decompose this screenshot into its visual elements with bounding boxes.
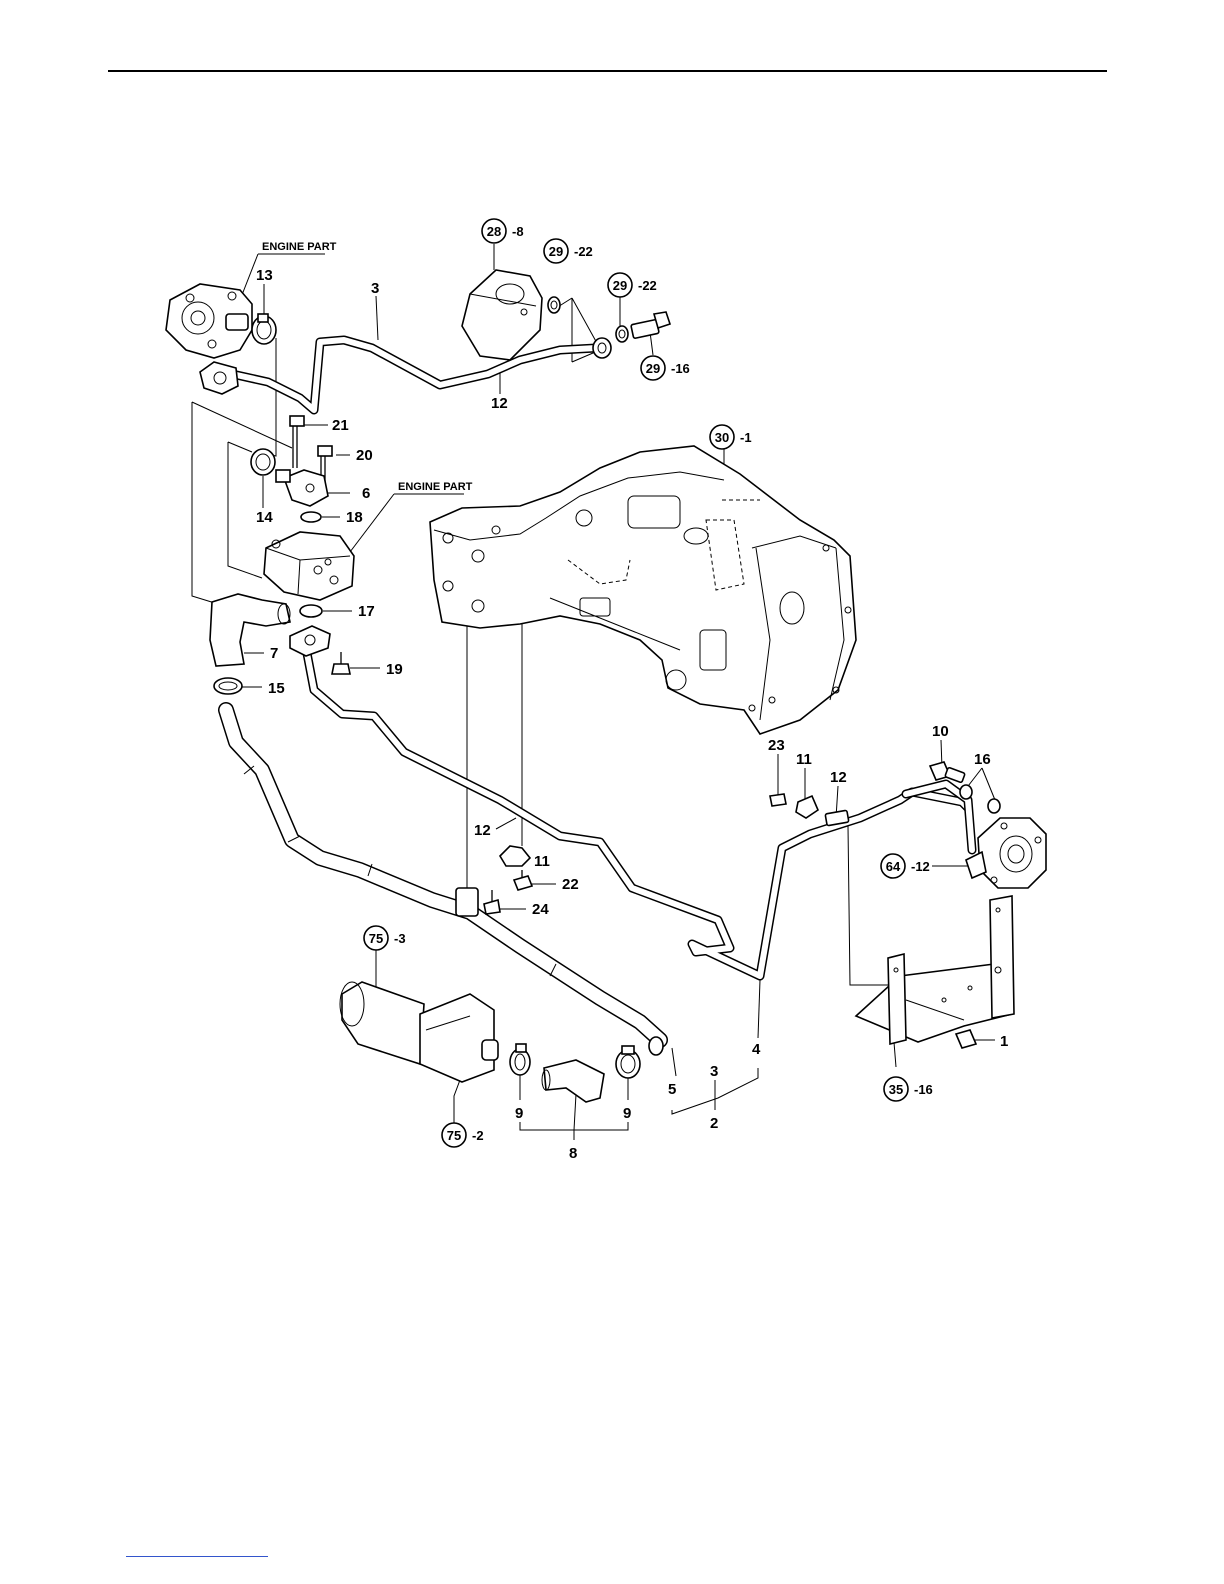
ref-35-16: 35 -16 (884, 1077, 933, 1101)
label-5: 5 (668, 1081, 676, 1098)
ref-64-12: 64 -12 (881, 854, 930, 878)
label-11-mid: 11 (534, 853, 550, 870)
bolt-19 (332, 652, 350, 674)
label-22: 22 (562, 876, 579, 893)
hydraulic-filter (340, 982, 498, 1082)
pipe-clamp-11-right (796, 796, 818, 818)
label-13: 13 (256, 267, 273, 284)
label-9-right: 9 (623, 1105, 631, 1122)
bolt-24 (484, 890, 500, 914)
ref-75-3: 75 -3 (364, 926, 406, 950)
svg-text:-8: -8 (512, 224, 524, 239)
label-19: 19 (386, 661, 403, 678)
suction-hose-5 (226, 710, 660, 1040)
bolt-10 (930, 762, 965, 783)
hose-clamp-14 (251, 449, 275, 475)
transmission-case (430, 446, 856, 734)
ref-30-1: 30 -1 (710, 425, 752, 449)
label-15: 15 (268, 680, 285, 697)
pto-housing-flange (966, 818, 1046, 888)
label-12-mid: 12 (474, 822, 491, 839)
pipe-flange (290, 626, 330, 656)
label-18: 18 (346, 509, 363, 526)
ref-29-22-b: 29 -22 (608, 273, 657, 297)
o-ring-17 (300, 605, 322, 617)
label-14: 14 (256, 509, 273, 526)
washer-29-right (616, 326, 628, 342)
svg-text:28: 28 (487, 224, 501, 239)
bottom-link-rule (126, 1556, 268, 1557)
fitting-banjo (593, 338, 611, 358)
bolt-29-16 (631, 312, 670, 339)
hose-clamp-15 (214, 678, 242, 694)
label-1: 1 (1000, 1033, 1008, 1050)
label-21: 21 (332, 417, 349, 434)
label-2: 2 (710, 1115, 718, 1132)
svg-text:-12: -12 (911, 859, 930, 874)
hose-clamp-13 (252, 314, 276, 344)
hose-clamp-9-left (510, 1044, 530, 1075)
svg-text:75: 75 (369, 931, 383, 946)
hydraulic-pump (264, 532, 354, 600)
label-16: 16 (974, 751, 991, 768)
ref-29-16: 29 -16 (641, 356, 690, 380)
hose-end-5 (649, 1037, 663, 1055)
ref-75-2: 75 -2 (442, 1123, 484, 1147)
mounting-bracket (856, 896, 1014, 1044)
reservoir-tank (462, 270, 542, 360)
label-7: 7 (270, 645, 278, 662)
label-3-bottom: 3 (710, 1063, 718, 1080)
svg-text:29: 29 (549, 244, 563, 259)
label-20: 20 (356, 447, 373, 464)
label-23: 23 (768, 737, 785, 754)
washer-29-left (548, 297, 560, 313)
svg-text:-16: -16 (914, 1082, 933, 1097)
label-10: 10 (932, 723, 949, 740)
label-6: 6 (362, 485, 370, 502)
svg-text:29: 29 (613, 278, 627, 293)
label-9-left: 9 (515, 1105, 523, 1122)
svg-text:29: 29 (646, 361, 660, 376)
nut-1 (956, 1030, 976, 1048)
engine-part-tag-1: ENGINE PART (262, 241, 337, 253)
label-12-right: 12 (830, 769, 847, 786)
svg-text:64: 64 (886, 859, 901, 874)
pipes (232, 340, 972, 976)
svg-text:30: 30 (715, 430, 729, 445)
svg-text:-1: -1 (740, 430, 752, 445)
label-17: 17 (358, 603, 375, 620)
nut-23 (770, 794, 786, 806)
label-8: 8 (569, 1145, 577, 1162)
label-12-top: 12 (491, 395, 508, 412)
ref-28-8: 28 -8 (482, 219, 524, 243)
label-4: 4 (752, 1041, 761, 1058)
pipe-clamp-11-left (500, 846, 530, 866)
svg-text:-16: -16 (671, 361, 690, 376)
svg-text:-22: -22 (638, 278, 657, 293)
hose-clamp-9-right (616, 1046, 640, 1078)
nut-22 (514, 870, 532, 890)
o-ring-18 (301, 512, 321, 522)
label-11-right: 11 (796, 751, 812, 768)
svg-text:-3: -3 (394, 931, 406, 946)
svg-text:-22: -22 (574, 244, 593, 259)
label-24: 24 (532, 901, 549, 918)
svg-text:75: 75 (447, 1128, 461, 1143)
label-3-top: 3 (371, 280, 379, 297)
svg-text:-2: -2 (472, 1128, 484, 1143)
elbow-fitting-6 (276, 470, 328, 506)
engine-part-tag-2: ENGINE PART (398, 481, 473, 493)
ref-29-22-a: 29 -22 (544, 239, 593, 263)
bolt-21 (290, 416, 304, 468)
hose-band-on-5 (456, 888, 478, 916)
connecting-hose-8 (542, 1060, 604, 1102)
svg-text:35: 35 (889, 1082, 903, 1097)
